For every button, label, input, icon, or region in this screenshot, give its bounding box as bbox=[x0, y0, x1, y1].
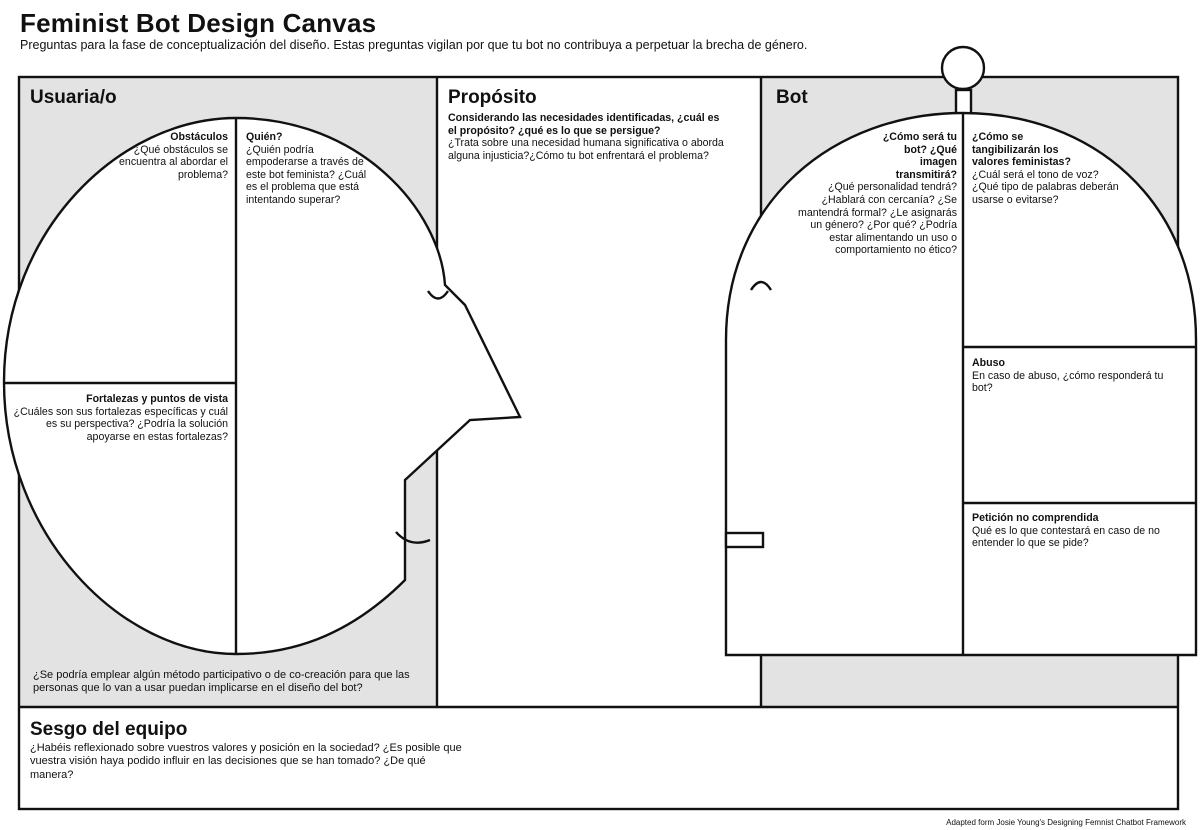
obstaculos-body: ¿Qué obstáculos se encuentra al abordar … bbox=[119, 143, 228, 181]
section-title-bot: Bot bbox=[776, 87, 808, 108]
proposito-block: Considerando las necesidades identificad… bbox=[448, 112, 724, 162]
section-title-usuaria: Usuaria/o bbox=[30, 87, 117, 108]
sesgo-panel bbox=[19, 707, 1178, 809]
participativo-text: ¿Se podría emplear algún método particip… bbox=[33, 669, 410, 695]
eye-icon bbox=[427, 290, 449, 300]
head-outline bbox=[2, 116, 522, 656]
quien-block: Quién? ¿Quién podría empoderarse a travé… bbox=[246, 131, 374, 207]
section-title-proposito: Propósito bbox=[448, 87, 537, 108]
peticion-block: Petición no comprendida Qué es lo que co… bbox=[972, 512, 1172, 550]
abuso-body: En caso de abuso, ¿cómo responderá tu bo… bbox=[972, 369, 1164, 395]
page-title: Feminist Bot Design Canvas bbox=[20, 8, 377, 38]
fortalezas-body: ¿Cuáles son sus fortalezas específicas y… bbox=[13, 405, 228, 443]
valores-block: ¿Cómo se tangibilizarán los valores femi… bbox=[972, 131, 1122, 207]
user-head-figure bbox=[2, 116, 522, 656]
valores-heading: ¿Cómo se tangibilizarán los valores femi… bbox=[972, 131, 1071, 169]
proposito-body: ¿Trata sobre una necesidad humana signif… bbox=[448, 137, 724, 162]
page-subtitle: Preguntas para la fase de conceptualizac… bbox=[20, 38, 808, 52]
valores-body: ¿Cuál será el tono de voz? ¿Qué tipo de … bbox=[972, 168, 1119, 206]
section-title-sesgo: Sesgo del equipo bbox=[30, 719, 188, 740]
obstaculos-heading: Obstáculos bbox=[170, 131, 228, 143]
imagen-body: ¿Qué personalidad tendrá? ¿Hablará con c… bbox=[798, 181, 957, 257]
sesgo-body: ¿Habéis reflexionado sobre vuestros valo… bbox=[30, 742, 462, 781]
peticion-body: Qué es lo que contestará en caso de no e… bbox=[972, 524, 1160, 550]
robot-figure bbox=[724, 45, 1198, 657]
peticion-heading: Petición no comprendida bbox=[972, 512, 1099, 524]
imagen-block: ¿Cómo será tu bot? ¿Qué imagen transmiti… bbox=[794, 131, 957, 257]
proposito-heading: Considerando las necesidades identificad… bbox=[448, 112, 720, 137]
quien-heading: Quién? bbox=[246, 131, 283, 143]
robot-mouth-icon bbox=[724, 531, 765, 549]
robot-eye-icon bbox=[749, 280, 773, 291]
antenna-ball-icon bbox=[940, 45, 986, 91]
obstaculos-block: Obstáculos ¿Qué obstáculos se encuentra … bbox=[115, 131, 228, 181]
imagen-heading: ¿Cómo será tu bot? ¿Qué imagen transmiti… bbox=[882, 131, 957, 181]
abuso-heading: Abuso bbox=[972, 357, 1005, 369]
abuso-block: Abuso En caso de abuso, ¿cómo responderá… bbox=[972, 357, 1172, 395]
footer-credit: Adapted form Josie Young's Designing Fem… bbox=[946, 818, 1186, 827]
mouth-icon bbox=[395, 531, 431, 544]
antenna-stem bbox=[954, 88, 973, 116]
quien-body: ¿Quién podría empoderarse a través de es… bbox=[246, 143, 367, 206]
fortalezas-block: Fortalezas y puntos de vista ¿Cuáles son… bbox=[12, 393, 228, 443]
fortalezas-heading: Fortalezas y puntos de vista bbox=[86, 393, 228, 405]
